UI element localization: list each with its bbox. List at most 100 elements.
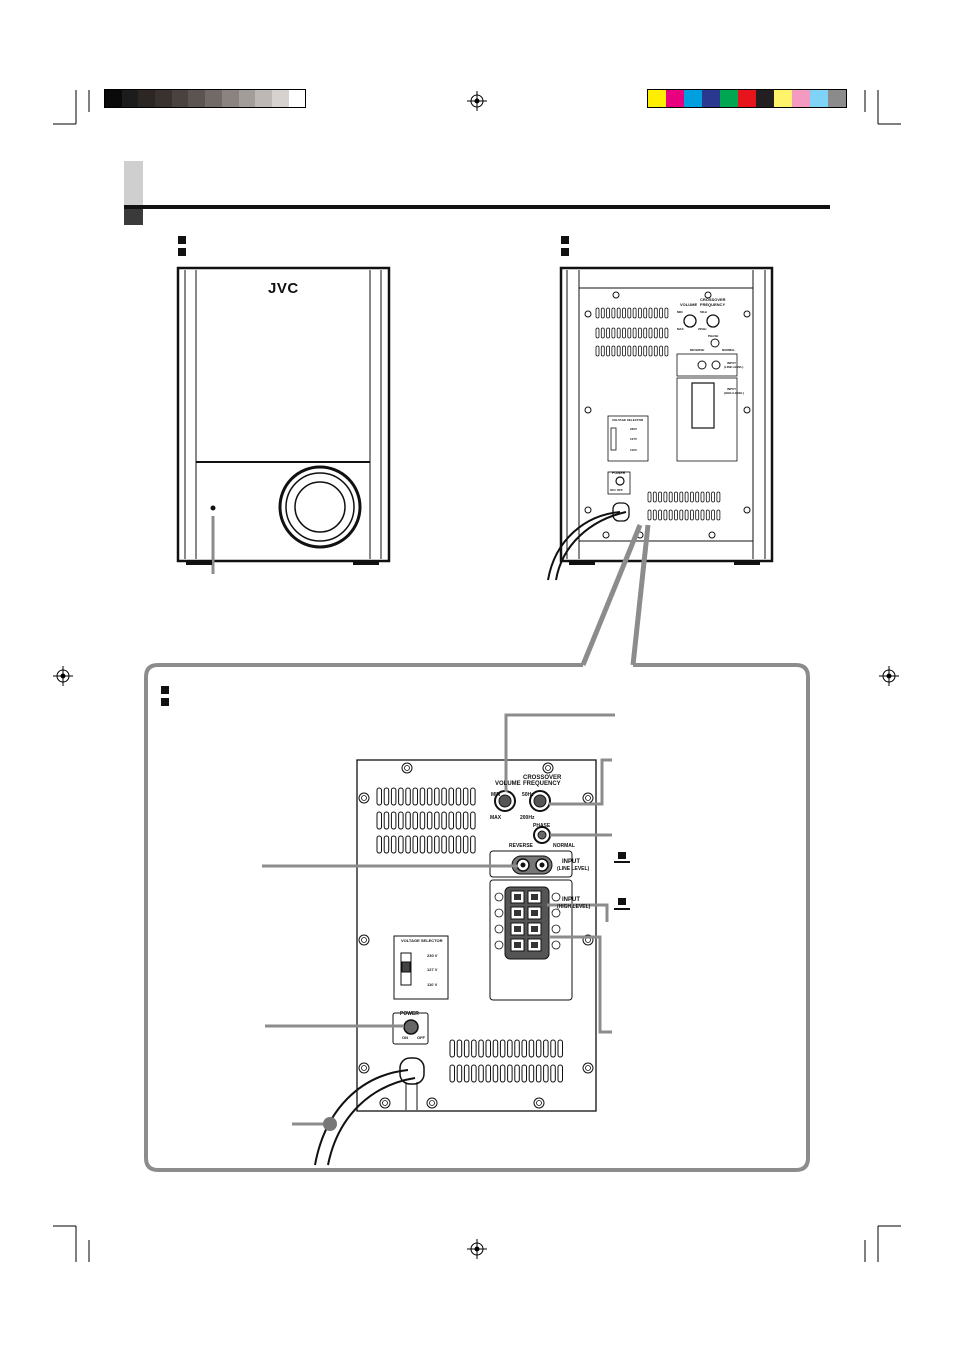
vent-slot: [376, 811, 382, 830]
calibration-swatch: [288, 90, 306, 107]
vent-slot: [448, 835, 454, 854]
calibration-swatch: [792, 90, 810, 107]
vent-slot: [499, 1064, 506, 1083]
speaker-terminal-screw: [514, 910, 521, 916]
detail-hi-level-label: (HIGH LEVEL): [557, 904, 591, 910]
vent-slot: [616, 345, 621, 357]
screw: [582, 792, 594, 804]
vent-slot: [600, 345, 605, 357]
vent-slot: [638, 327, 642, 339]
vent-slot: [627, 345, 632, 357]
polarity-mark: [551, 940, 561, 950]
vent-slot: [441, 787, 447, 806]
vent-slot: [456, 1064, 463, 1083]
vent-slot: [419, 811, 426, 830]
screw: [582, 1062, 594, 1074]
calibration-swatch: [774, 90, 792, 107]
detail-input-hi-label: INPUT: [562, 897, 580, 903]
vent-slot: [643, 327, 648, 339]
vent-slot: [478, 1064, 484, 1083]
vent-slot: [412, 835, 418, 854]
vent-slot: [658, 509, 662, 521]
calibration-swatch: [810, 90, 828, 107]
screw-head: [404, 765, 410, 771]
screw: [358, 792, 370, 804]
calibration-swatch: [756, 90, 774, 107]
vent-slot: [478, 1039, 484, 1058]
vent-slot: [434, 835, 440, 854]
polarity-mark: [494, 892, 504, 902]
calibration-swatch: [720, 90, 738, 107]
vent-slot: [462, 811, 469, 830]
rear-frequency-label: FREQUENCY: [700, 302, 726, 307]
screw-head: [361, 1065, 367, 1071]
vent-slot: [449, 1064, 455, 1083]
vent-slot: [471, 1064, 477, 1083]
vent-slot: [405, 787, 411, 806]
vent-slot: [705, 509, 710, 521]
detail-110v-label: 110 V: [427, 982, 438, 987]
rear-input-line-label: INPUT: [727, 361, 736, 365]
vent-slot: [557, 1064, 563, 1083]
vent-slot: [595, 327, 600, 339]
calibration-swatch: [702, 90, 720, 107]
detail-230v-label: 230 V: [427, 953, 438, 958]
detail-off-label: OFF: [417, 1035, 425, 1040]
vent-slot: [695, 491, 700, 503]
vent-slot: [652, 491, 657, 503]
rear-hi-level-label: (HIGH LEVEL): [724, 391, 744, 395]
screw-head: [585, 1065, 591, 1071]
vent-slot: [659, 307, 663, 319]
vent-slot: [441, 811, 447, 830]
screw: [358, 1062, 370, 1074]
calibration-swatch: [121, 90, 139, 107]
vent-slot: [434, 787, 440, 806]
section-rule: [124, 205, 830, 209]
rear-phase-label: PHASE: [708, 334, 719, 338]
detail-power-label: POWER: [400, 1011, 419, 1017]
vent-slot: [632, 345, 637, 357]
vent-slot: [705, 491, 710, 503]
screw-head: [429, 1100, 435, 1106]
rear-normal-label: NORMAL: [722, 348, 736, 352]
vent-slot: [426, 835, 433, 854]
vent-slot: [426, 811, 433, 830]
vent-slot: [663, 491, 668, 503]
vent-slot: [398, 787, 404, 806]
vent-slot: [648, 307, 653, 319]
vent-slot: [535, 1064, 542, 1083]
rear-view-bullet: [561, 236, 569, 244]
screw-head: [585, 795, 591, 801]
screw-head: [361, 937, 367, 943]
vent-slot: [652, 509, 657, 521]
vent-slot: [470, 835, 476, 854]
vent-slot: [664, 307, 669, 319]
detail-frequency-label: FREQUENCY: [523, 781, 561, 787]
vent-slot: [455, 787, 462, 806]
vent-slot: [455, 811, 462, 830]
vent-slot: [462, 787, 469, 806]
screw: [358, 934, 370, 946]
detail-50hz-label: 50Hz: [522, 792, 534, 798]
brand-logo: JVC: [268, 280, 299, 297]
calibration-swatch: [684, 90, 702, 107]
calibration-swatch: [738, 90, 756, 107]
rear-on-off-label: ON / OFF: [610, 488, 623, 492]
screw: [533, 1097, 545, 1109]
vent-slot: [405, 835, 411, 854]
vent-slot: [390, 787, 397, 806]
vent-slot: [499, 1039, 506, 1058]
vent-slot: [690, 509, 694, 521]
screw-head: [382, 1100, 388, 1106]
detail-line-level-label: (LINE LEVEL): [557, 866, 590, 872]
vent-slot: [595, 307, 600, 319]
vent-slot: [684, 509, 689, 521]
vent-slot: [663, 509, 668, 521]
screw-head: [545, 765, 551, 771]
vent-slot: [507, 1064, 513, 1083]
speaker-terminal-screw: [514, 894, 521, 900]
